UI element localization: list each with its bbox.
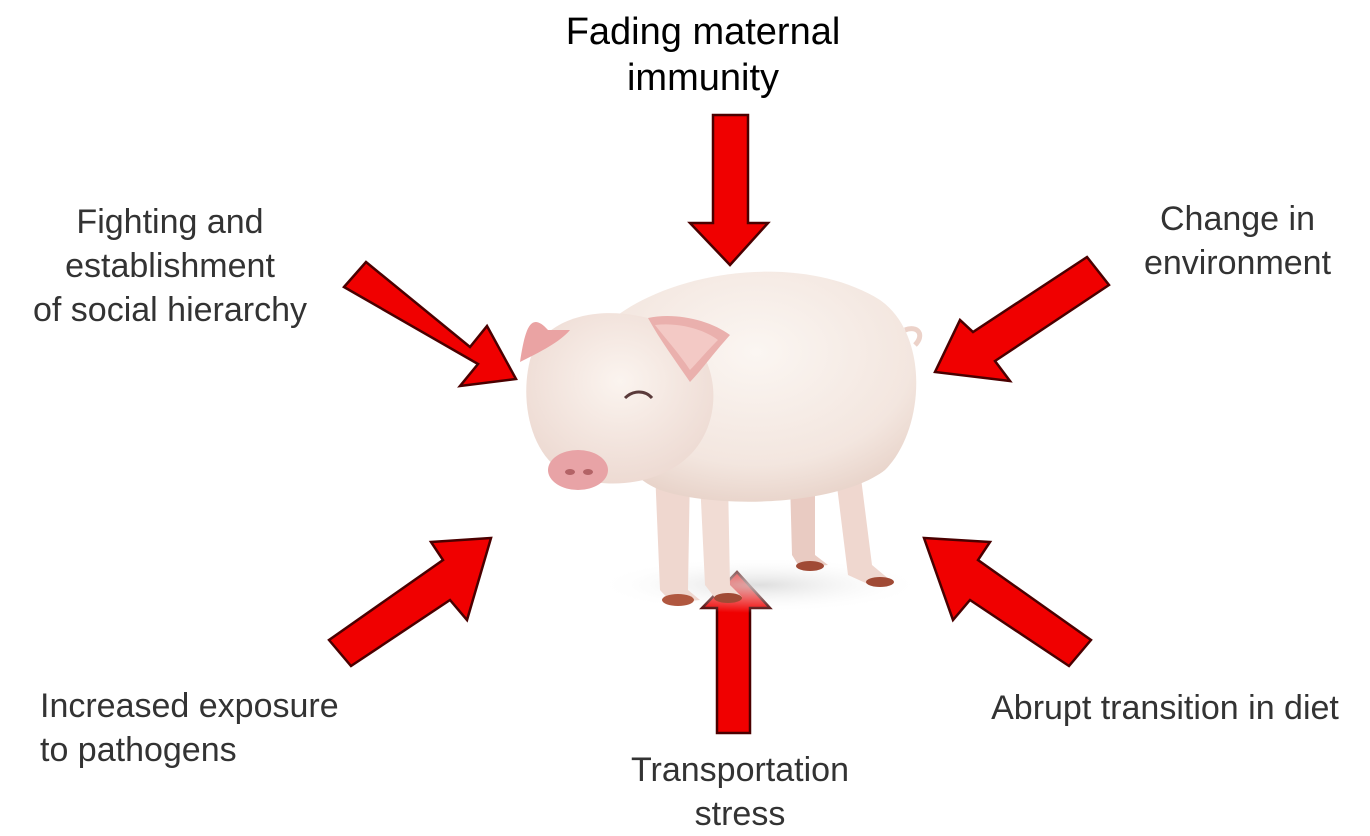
factor-label-line: stress bbox=[590, 792, 890, 836]
factor-label-line: establishment bbox=[0, 244, 340, 288]
factor-label-line: environment bbox=[1110, 241, 1365, 285]
factor-label-abrupt-transition-in-diet: Abrupt transition in diet bbox=[960, 686, 1370, 730]
factor-label-line: of social hierarchy bbox=[0, 288, 340, 332]
factor-label-line: Transportation bbox=[590, 748, 890, 792]
factor-label-line: immunity bbox=[503, 56, 903, 102]
factor-label-line: to pathogens bbox=[40, 728, 420, 772]
factor-label-line: Change in bbox=[1110, 197, 1365, 241]
factor-label-line: Increased exposure bbox=[40, 684, 420, 728]
factor-label-increased-exposure-to-pathogens: Increased exposure to pathogens bbox=[40, 684, 420, 772]
factor-label-fighting-social-hierarchy: Fighting and establishment of social hie… bbox=[0, 200, 340, 333]
factor-label-change-in-environment: Change in environment bbox=[1110, 197, 1365, 285]
factor-label-transportation-stress: Transportation stress bbox=[590, 748, 890, 836]
factor-label-line: Fighting and bbox=[0, 200, 340, 244]
factor-label-line: Fading maternal bbox=[503, 10, 903, 56]
factor-label-fading-maternal-immunity: Fading maternal immunity bbox=[503, 10, 903, 101]
factor-label-line: Abrupt transition in diet bbox=[960, 686, 1370, 730]
